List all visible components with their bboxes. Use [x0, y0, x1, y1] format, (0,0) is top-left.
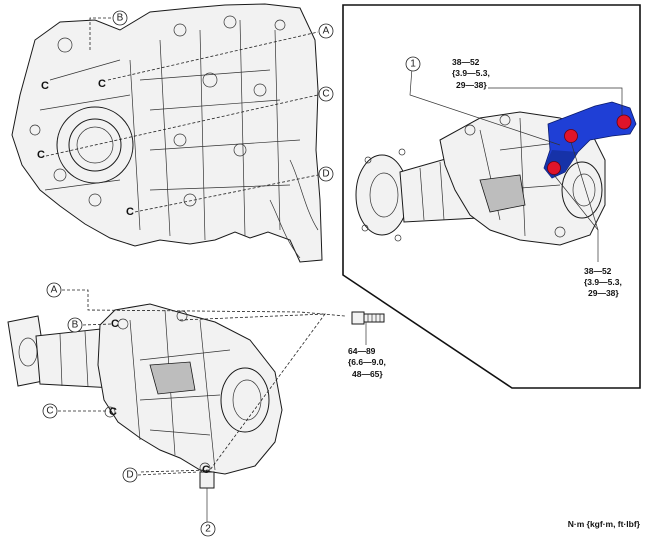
svg-text:C: C — [41, 80, 49, 92]
svg-text:C: C — [126, 206, 134, 218]
bolt — [351, 311, 385, 345]
unit-legend: N·m {kgf·m, ft·lbf} — [568, 519, 641, 529]
torque-lower-line3: 29—38} — [588, 288, 619, 298]
callout-1: 1 — [410, 59, 416, 70]
callout-b-top: B — [117, 13, 124, 24]
callout-a-bottom: A — [51, 285, 58, 296]
svg-text:C: C — [37, 149, 45, 161]
callout-2: 2 — [205, 524, 211, 535]
transfer-unit: C C C — [7, 303, 283, 489]
svg-text:C: C — [109, 406, 117, 418]
torque-bolt-line3: 48—65} — [352, 369, 383, 379]
torque-upper-line3: 29—38} — [456, 80, 487, 90]
torque-bolt-line2: {6.6—9.0, — [348, 357, 386, 367]
torque-bolt-line1: 64—89 — [348, 346, 376, 356]
svg-text:C: C — [111, 318, 119, 330]
torque-upper-line1: 38—52 — [452, 57, 480, 67]
torque-lower-line2: {3.9—5.3, — [584, 277, 622, 287]
unit-callouts: A B C D 2 — [42, 282, 346, 537]
torque-lower-line1: 38—52 — [584, 266, 612, 276]
callout-c-bottom: C — [46, 406, 53, 417]
callout-a-top: A — [323, 26, 330, 37]
detail-inset: 1 38—52 {3.9—5.3, 29—38} 38—52 {3.9—5.3,… — [342, 4, 641, 389]
torque-upper-line2: {3.9—5.3, — [452, 68, 490, 78]
callout-c-top: C — [322, 89, 329, 100]
callout-b-bottom: B — [72, 320, 79, 331]
callout-d-top: D — [322, 169, 329, 180]
callout-d-bottom: D — [126, 470, 133, 481]
case-callouts: B A C D — [45, 10, 334, 213]
svg-text:C: C — [98, 78, 106, 90]
transmission-case: C C C C — [11, 3, 323, 263]
